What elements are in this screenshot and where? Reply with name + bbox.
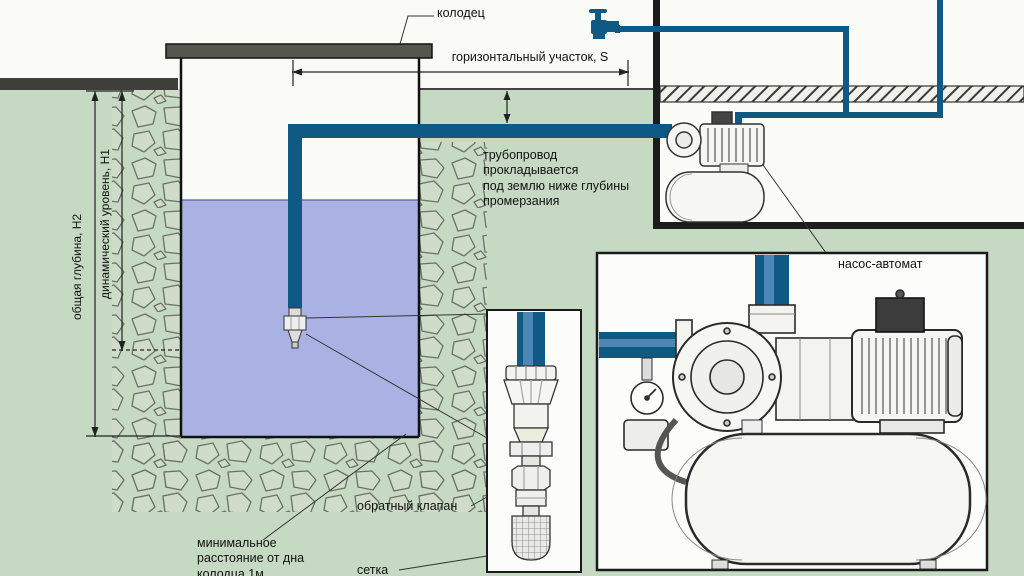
stone-backfill <box>112 90 487 512</box>
basement-floor <box>653 222 1024 229</box>
check-valve-label: обратный клапан <box>357 499 458 513</box>
detail-box-valve <box>486 309 582 573</box>
house-plumbing <box>589 0 943 128</box>
well-label-leader <box>399 15 434 45</box>
faucet-icon <box>589 9 620 39</box>
check-valve-drawing <box>511 455 551 507</box>
stone-backfill-bottom <box>112 437 487 512</box>
dynamic-level-label: динамический уровень, H1 <box>98 149 112 299</box>
well-cap <box>165 43 433 59</box>
structures <box>0 0 1024 229</box>
drop-pipe <box>288 124 302 308</box>
dimensions <box>86 60 629 437</box>
min-distance-label: минимальное расстояние от дна колодца 1м <box>197 536 305 576</box>
pump-station-label: насос-автомат <box>838 257 923 271</box>
pipeline-note-label: трубопровод прокладывается под землю ниж… <box>483 148 630 208</box>
pump-label-leader <box>757 157 835 265</box>
house-floor-hatch <box>659 85 1024 103</box>
pump-station-drawing <box>623 289 987 570</box>
buried-pipe <box>283 124 672 349</box>
pnd-coupling <box>503 365 559 457</box>
ground-surface-bar <box>0 78 178 90</box>
house-wall <box>653 0 660 229</box>
basement-pump-unit <box>665 111 765 223</box>
leader-lines <box>262 15 835 571</box>
mesh-strainer-drawing <box>511 505 551 561</box>
well-label: колодец <box>437 6 485 20</box>
horizontal-pipe <box>288 124 672 138</box>
total-depth-label: общая глубина, H2 <box>70 213 84 321</box>
horizontal-section-label: горизонтальный участок, S <box>451 50 609 64</box>
foot-valve <box>283 307 307 349</box>
mesh-label: сетка <box>357 563 389 576</box>
detail-box-pump <box>595 251 989 572</box>
